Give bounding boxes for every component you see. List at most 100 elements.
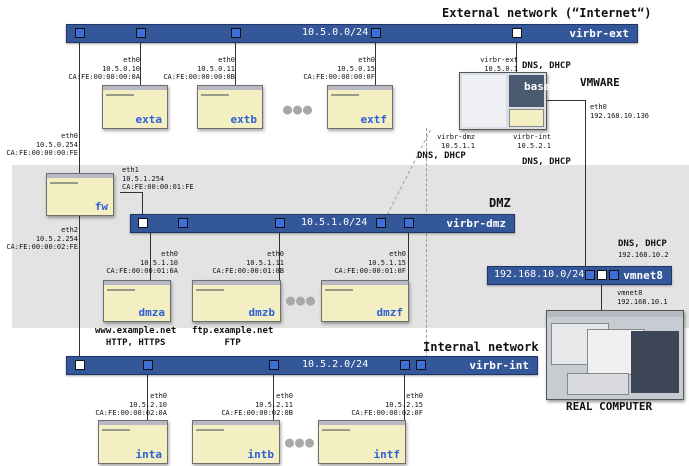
ip: 10.5.1.254	[122, 174, 165, 183]
bus-name: virbr-int	[469, 359, 529, 372]
fw-eth0-label: eth0 10.5.0.254 CA:FE:00:00:00:FE	[6, 132, 78, 158]
host-extf[interactable]: extf	[327, 85, 393, 129]
mac: CA:FE:00:00:01:FE	[122, 183, 194, 191]
fw-eth1-link	[120, 192, 142, 193]
host-name: intf	[373, 448, 401, 461]
fw-eth1-label: eth1 10.5.1.254 CA:FE:00:00:01:FE	[122, 166, 194, 192]
host-extb[interactable]: extb	[197, 85, 263, 129]
inta-label: eth0 10.5.2.10 CA:FE:00:00:02:0A	[95, 392, 167, 418]
port-intb	[269, 360, 279, 370]
host-dmzf[interactable]: dmzf	[321, 280, 409, 322]
iface: eth0	[150, 392, 167, 400]
host-name: extb	[230, 113, 258, 126]
host-name: dmza	[138, 306, 166, 319]
iface: virbr-ext	[480, 56, 518, 64]
fw-eth1-drop	[142, 192, 143, 218]
host-intf[interactable]: intf	[318, 420, 406, 464]
host-name: extf	[360, 113, 388, 126]
ip: 10.5.0.11	[197, 64, 235, 73]
host-dmza[interactable]: dmza	[103, 280, 171, 322]
inta-link	[147, 368, 148, 420]
port-vmnet8-dhcp	[597, 270, 607, 280]
base-ext-link	[516, 35, 517, 73]
ip: 10.5.2.10	[129, 400, 167, 409]
port-fw-ext	[75, 28, 85, 38]
port-base-dmz	[376, 218, 386, 228]
iface: vmnet8	[617, 289, 643, 297]
base-dmz-services: DNS, DHCP	[417, 151, 466, 161]
vmnet8-host-link	[601, 270, 602, 312]
base-ext-label: virbr-ext 10.5.0.1	[480, 56, 518, 73]
port-dmzf	[404, 218, 414, 228]
iface: eth0	[218, 56, 235, 64]
port-inta	[143, 360, 153, 370]
ip: 10.5.0.10	[102, 64, 140, 73]
base-eth0-label: eth0 192.168.10.136	[590, 103, 649, 120]
host-base[interactable]: base	[459, 72, 551, 130]
exta-label: eth0 10.5.0.10 CA:FE:00:00:00:0A	[68, 56, 140, 82]
host-name: fw	[94, 200, 108, 213]
www-name: www.example.net	[95, 326, 177, 336]
port-base-ext	[512, 28, 522, 38]
ip: 10.5.1.10	[140, 258, 178, 267]
extf-link	[375, 35, 376, 85]
host-exta[interactable]: exta	[102, 85, 168, 129]
title-real-computer: REAL COMPUTER	[566, 400, 653, 413]
port-intf	[400, 360, 410, 370]
intb-label: eth0 10.5.2.11 CA:FE:00:00:02:0B	[221, 392, 293, 418]
host-name: base	[524, 80, 551, 93]
ellipsis-dmz: ●●●	[286, 291, 317, 309]
port-fw-int	[75, 360, 85, 370]
ip: 10.5.2.254	[35, 234, 78, 243]
extb-label: eth0 10.5.0.11 CA:FE:00:00:00:0B	[163, 56, 235, 82]
mac: CA:FE:00:00:02:0B	[221, 409, 293, 417]
bus-name: vmnet8	[623, 269, 663, 282]
host-fw[interactable]: fw	[46, 173, 114, 216]
base-int-services: DNS, DHCP	[522, 157, 571, 167]
ellipsis-ext: ●●●	[283, 100, 314, 118]
mac: CA:FE:00:00:02:0F	[351, 409, 423, 417]
iface: eth0	[276, 392, 293, 400]
host-intb[interactable]: intb	[192, 420, 280, 464]
vmnet8-dhcp-ip: 192.168.10.2	[618, 251, 669, 259]
real-vmnet8-label: vmnet8 192.168.10.1	[617, 289, 668, 306]
dmzf-label: eth0 10.5.1.15 CA:FE:00:00:01:0F	[334, 250, 406, 276]
intb-link	[273, 368, 274, 420]
title-dmz: DMZ	[489, 196, 511, 210]
base-ext-services: DNS, DHCP	[522, 61, 571, 71]
port-exta	[136, 28, 146, 38]
bus-name: virbr-ext	[569, 27, 629, 40]
ip: 10.5.2.15	[385, 400, 423, 409]
port-fw-dmz	[138, 218, 148, 228]
iface: eth0	[267, 250, 284, 258]
bus-virbr-int: 10.5.2.0/24 virbr-int	[66, 356, 538, 375]
dmza-link	[150, 225, 151, 280]
bus-name: virbr-dmz	[446, 217, 506, 230]
mac: CA:FE:00:00:02:0A	[95, 409, 167, 417]
ip: 10.5.1.11	[246, 258, 284, 267]
base-dmz-label: virbr-dmz 10.5.1.1	[437, 133, 475, 150]
ip: 10.5.1.15	[368, 258, 406, 267]
port-dmza	[178, 218, 188, 228]
host-name: exta	[135, 113, 163, 126]
host-name: dmzb	[248, 306, 276, 319]
mac: CA:FE:00:00:00:0A	[68, 73, 140, 81]
extf-label: eth0 10.5.0.15 CA:FE:00:00:00:0F	[303, 56, 375, 82]
title-external: External network (“Internet“)	[442, 6, 652, 20]
exta-link	[140, 35, 141, 85]
ip: 10.5.0.1	[484, 64, 518, 73]
bus-subnet: 10.5.2.0/24	[302, 359, 369, 370]
host-dmzb[interactable]: dmzb	[192, 280, 281, 322]
port-base-vmnet8	[585, 270, 595, 280]
base-int-label: virbr-int 10.5.2.1	[513, 133, 551, 150]
ip: 10.5.0.15	[337, 64, 375, 73]
iface: virbr-int	[513, 133, 551, 141]
title-vmware: VMWARE	[580, 76, 620, 89]
ip: 10.5.0.254	[35, 140, 78, 149]
iface: eth0	[61, 132, 78, 140]
host-inta[interactable]: inta	[98, 420, 168, 464]
ip: 10.5.2.1	[517, 141, 551, 150]
intf-label: eth0 10.5.2.15 CA:FE:00:00:02:0F	[351, 392, 423, 418]
host-name: dmzf	[376, 306, 404, 319]
mac: CA:FE:00:00:00:0B	[163, 73, 235, 81]
